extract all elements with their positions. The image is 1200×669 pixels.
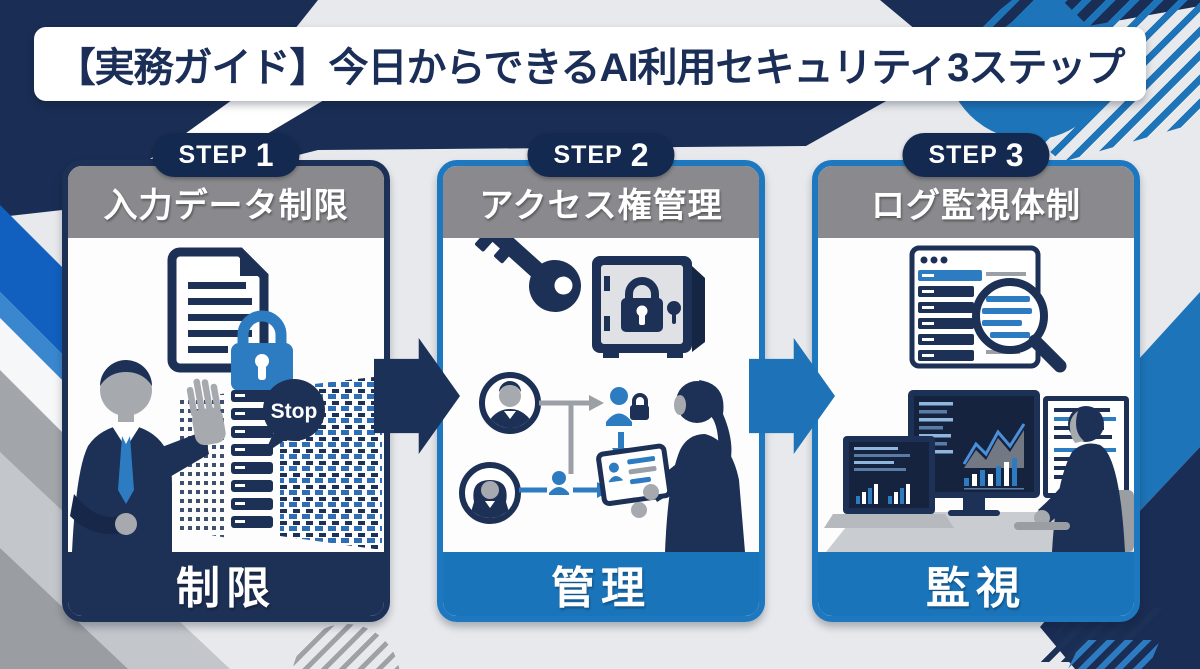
key-icon xyxy=(475,238,581,312)
step3-badge-number: 3 xyxy=(1005,136,1024,173)
title-banner: 【実務ガイド】今日からできるAI利用セキュリティ3ステップ xyxy=(34,27,1146,101)
step3-card: STEP 3 ログ監視体制 xyxy=(812,133,1140,622)
laptop-icon xyxy=(824,436,954,528)
step3-badge-label: STEP xyxy=(928,140,998,169)
step2-card: STEP 2 アクセス権管理 xyxy=(437,133,765,622)
bg-stripes-gray-circle xyxy=(292,624,400,669)
step1-illustration: Stop xyxy=(68,238,384,552)
user-lock-icon xyxy=(606,387,649,426)
user-avatar-female xyxy=(459,462,521,524)
step2-footer-bar: 管理 xyxy=(443,552,759,616)
access-management-illustration xyxy=(459,238,745,552)
step1-badge: STEP 1 xyxy=(152,133,300,177)
magnifier-icon xyxy=(972,278,1067,373)
step1-footer-label: 制限 xyxy=(176,564,276,613)
step1-card: STEP 1 入力データ制限 xyxy=(62,133,390,622)
step3-footer-bar: 監視 xyxy=(818,552,1134,616)
step2-footer-label: 管理 xyxy=(551,564,651,613)
step1-heading: 入力データ制限 xyxy=(103,186,349,225)
document-lock-icon xyxy=(167,247,293,391)
step2-illustration xyxy=(443,238,759,552)
stop-bubble-text: Stop xyxy=(271,400,318,423)
user-avatar-male xyxy=(479,372,541,434)
tablet-icon xyxy=(596,443,673,507)
log-monitoring-illustration xyxy=(824,245,1134,552)
step1-badge-number: 1 xyxy=(255,136,274,173)
step1-badge-label: STEP xyxy=(178,140,248,169)
step3-footer-label: 監視 xyxy=(926,564,1026,613)
step3-illustration xyxy=(818,238,1134,552)
step2-heading: アクセス権管理 xyxy=(479,186,723,225)
step2-badge-label: STEP xyxy=(553,140,623,169)
step1-footer-bar: 制限 xyxy=(68,552,384,616)
step3-heading: ログ監視体制 xyxy=(871,186,1081,225)
tablet-woman xyxy=(596,380,745,552)
input-restriction-illustration: Stop xyxy=(70,247,382,552)
page-title: 【実務ガイド】今日からできるAI利用セキュリティ3ステップ xyxy=(55,46,1126,90)
step2-badge: STEP 2 xyxy=(527,133,675,177)
monitoring-workstation xyxy=(824,390,1134,552)
safe-icon xyxy=(592,256,705,358)
step2-badge-number: 2 xyxy=(630,136,649,173)
step3-badge: STEP 3 xyxy=(902,133,1050,177)
